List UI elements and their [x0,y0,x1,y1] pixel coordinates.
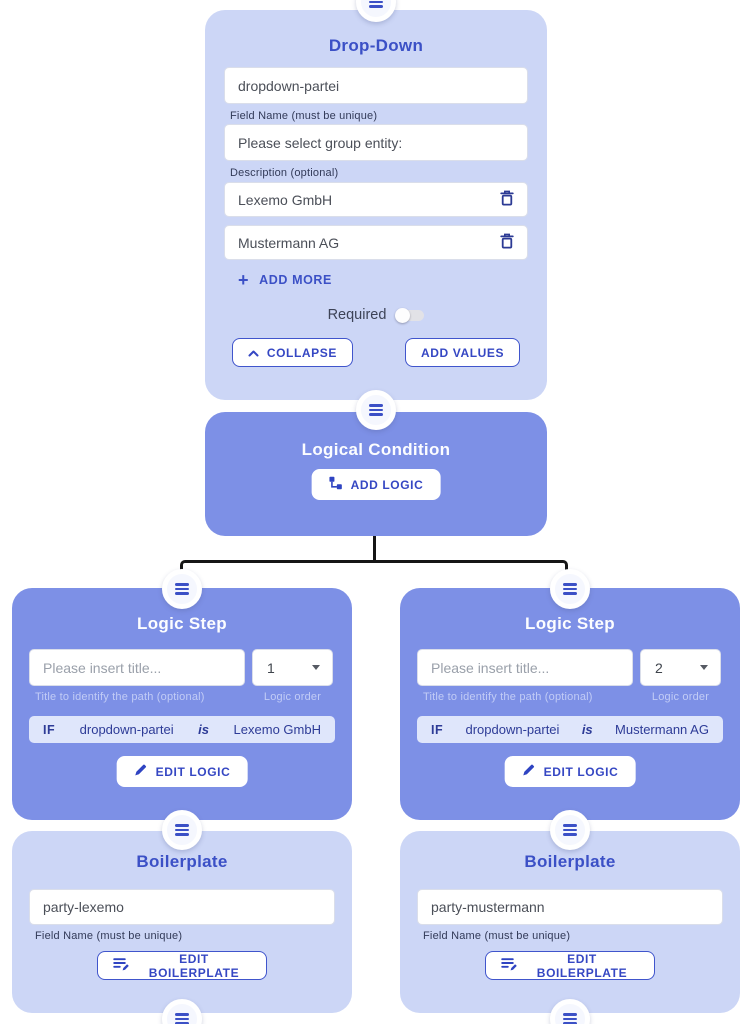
logic-order-value: 1 [267,659,275,676]
boilerplate-field-name-input[interactable] [417,889,723,925]
boilerplate-card: Boilerplate Field Name (must be unique) … [400,831,740,1013]
drag-handle[interactable] [162,810,202,850]
chevron-up-icon [248,346,259,360]
edit-boilerplate-button[interactable]: EDIT BOILERPLATE [97,951,267,980]
drag-handle-icon [563,583,577,595]
drag-handle-icon [563,824,577,836]
delete-value-button[interactable] [498,188,516,211]
edit-boilerplate-button[interactable]: EDIT BOILERPLATE [485,951,655,980]
edit-boilerplate-label: EDIT BOILERPLATE [536,951,628,980]
boilerplate-field-name-input[interactable] [29,889,335,925]
condition-field: dropdown-partei [465,722,560,737]
condition-keyword: IF [43,722,56,737]
boilerplate-title: Boilerplate [136,852,228,871]
condition-summary: IF dropdown-partei is Mustermann AG [417,716,723,743]
logic-order-value: 2 [655,659,663,676]
edit-logic-button[interactable]: EDIT LOGIC [116,756,248,787]
toggle-knob [395,307,411,323]
caret-down-icon [700,665,708,670]
condition-keyword: IF [431,722,444,737]
logic-step-card: Logic Step 1 Title to identify the path … [12,588,352,820]
plus-icon: + [238,270,250,290]
description-input[interactable] [224,124,528,161]
collapse-label: COLLAPSE [266,345,337,360]
caret-down-icon [312,665,320,670]
edit-note-icon [113,957,129,974]
trash-icon [500,233,514,252]
drag-handle-icon [369,0,383,8]
drag-handle[interactable] [550,999,590,1024]
drag-handle[interactable] [162,999,202,1024]
collapse-button[interactable]: COLLAPSE [231,338,353,367]
sitemap-icon [329,476,343,493]
required-toggle[interactable] [395,307,425,323]
drag-handle[interactable] [550,569,590,609]
condition-field: dropdown-partei [79,722,174,737]
logic-order-label: Logic order [263,691,322,703]
drag-handle-icon [175,1013,189,1024]
add-more-button[interactable]: + ADD MORE [232,270,338,290]
edit-logic-button[interactable]: EDIT LOGIC [504,756,636,787]
drag-handle[interactable] [356,0,396,22]
add-logic-label: ADD LOGIC [350,477,424,492]
drag-handle[interactable] [162,569,202,609]
condition-operator: is [198,722,209,737]
add-logic-button[interactable]: ADD LOGIC [311,469,441,500]
required-row: Required [205,307,547,323]
step-title-label: Title to identify the path (optional) [423,691,593,703]
logic-step-title: Logic Step [525,614,615,633]
drag-handle-icon [175,583,189,595]
value-row [224,182,528,217]
step-title-input[interactable] [29,649,245,686]
drag-handle-icon [369,404,383,416]
dropdown-card-actions: COLLAPSE ADD VALUES [205,338,547,367]
logic-step-title: Logic Step [137,614,227,633]
step-title-input[interactable] [417,649,633,686]
dropdown-card: Drop-Down Field Name (must be unique) De… [205,10,547,400]
pencil-icon [134,763,148,780]
delete-value-button[interactable] [498,231,516,254]
logic-order-select[interactable]: 1 [252,649,333,686]
edit-boilerplate-label: EDIT BOILERPLATE [148,951,240,980]
condition-operator: is [581,722,593,737]
option-value-input[interactable] [238,234,498,251]
connector-stem [373,536,376,562]
boilerplate-title: Boilerplate [524,852,616,871]
drag-handle-icon [175,824,189,836]
connector-branch [180,560,568,577]
add-more-label: ADD MORE [259,273,332,287]
logic-order-label: Logic order [651,691,710,703]
edit-logic-label: EDIT LOGIC [543,764,619,779]
drag-handle[interactable] [550,810,590,850]
logical-condition-title: Logical Condition [301,440,451,459]
boilerplate-card: Boilerplate Field Name (must be unique) … [12,831,352,1013]
add-values-button[interactable]: ADD VALUES [405,338,521,367]
logical-condition-card: Logical Condition ADD LOGIC [205,412,547,536]
dropdown-card-title: Drop-Down [328,36,424,55]
condition-value: Mustermann AG [615,722,709,737]
step-title-label: Title to identify the path (optional) [35,691,205,703]
description-label: Description (optional) [230,167,339,179]
required-label: Required [327,307,387,323]
value-row [224,225,528,260]
edit-logic-label: EDIT LOGIC [155,764,231,779]
option-value-input[interactable] [238,191,498,208]
condition-value: Lexemo GmbH [233,722,321,737]
field-name-label: Field Name (must be unique) [230,110,378,122]
condition-summary: IF dropdown-partei is Lexemo GmbH [29,716,335,743]
logic-order-select[interactable]: 2 [640,649,721,686]
drag-handle[interactable] [356,390,396,430]
pencil-icon [522,763,536,780]
edit-note-icon [501,957,517,974]
trash-icon [500,190,514,209]
boilerplate-field-name-label: Field Name (must be unique) [35,930,183,942]
logic-step-card: Logic Step 2 Title to identify the path … [400,588,740,820]
drag-handle-icon [563,1013,577,1024]
boilerplate-field-name-label: Field Name (must be unique) [423,930,571,942]
add-values-label: ADD VALUES [421,345,505,360]
field-name-input[interactable] [224,67,528,104]
